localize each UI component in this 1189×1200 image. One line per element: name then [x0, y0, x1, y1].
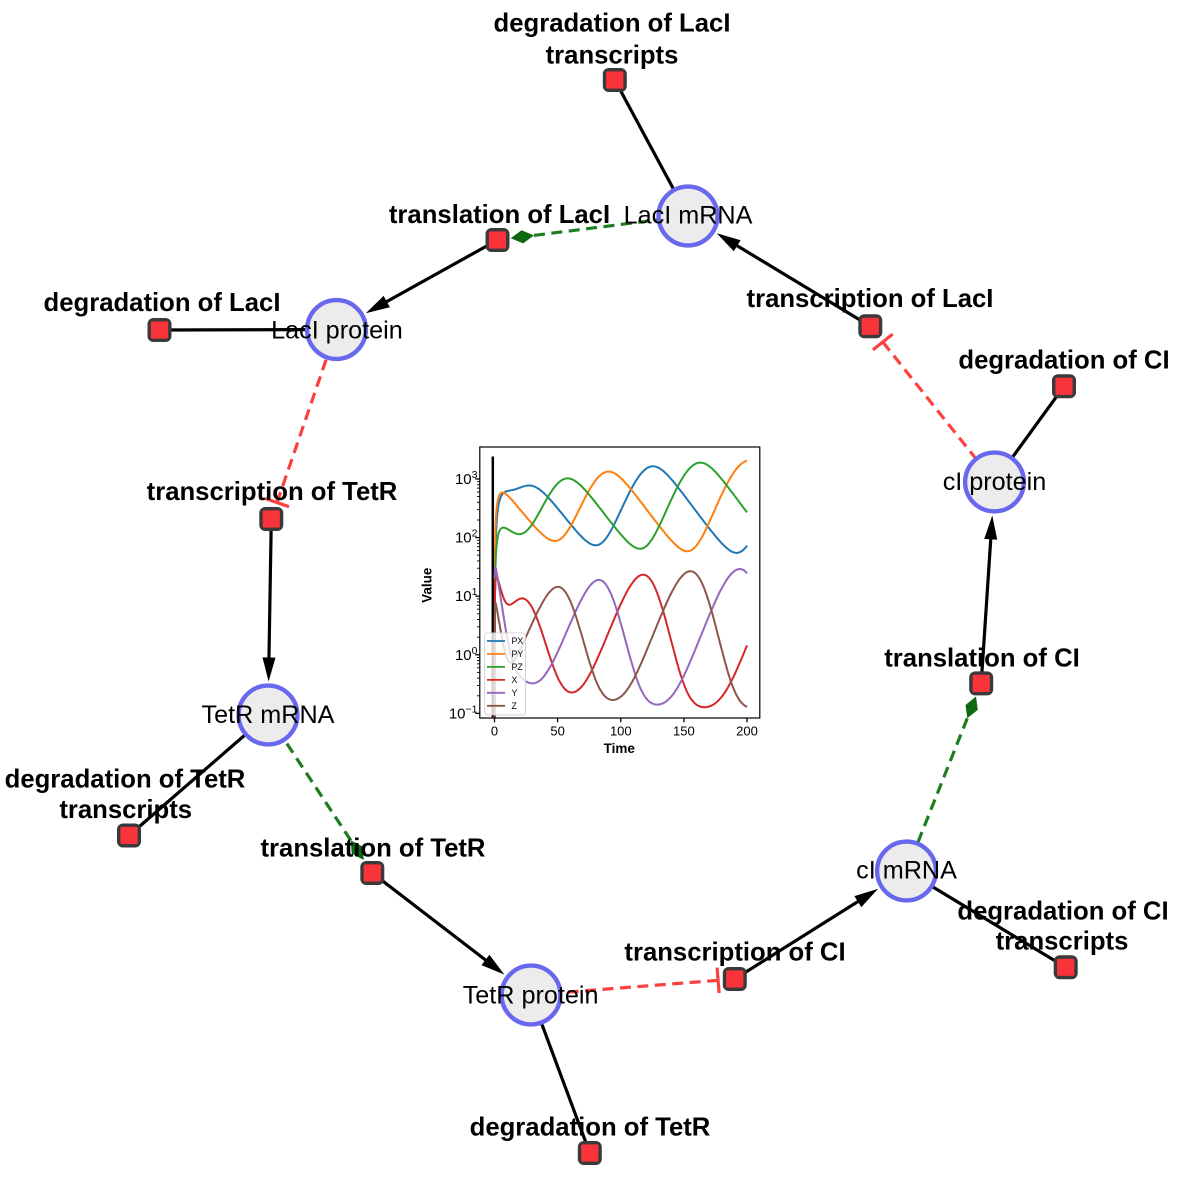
- svg-text:Value: Value: [420, 567, 435, 603]
- svg-text:TetR mRNA: TetR mRNA: [202, 701, 335, 729]
- svg-text:translation of CI: translation of CI: [884, 644, 1080, 672]
- svg-text:cI protein: cI protein: [943, 468, 1047, 496]
- svg-text:200: 200: [736, 724, 758, 739]
- svg-text:Y: Y: [512, 688, 518, 698]
- svg-text:0: 0: [491, 724, 498, 739]
- svg-text:TetR protein: TetR protein: [463, 982, 599, 1010]
- svg-text:degradation of LacI: degradation of LacI: [44, 289, 281, 317]
- svg-text:50: 50: [550, 724, 564, 739]
- svg-text:transcripts: transcripts: [996, 928, 1129, 956]
- svg-text:PY: PY: [512, 649, 524, 659]
- svg-text:X: X: [512, 675, 518, 685]
- svg-text:degradation of TetR: degradation of TetR: [5, 766, 246, 794]
- svg-text:degradation of LacI: degradation of LacI: [494, 10, 731, 38]
- svg-text:transcripts: transcripts: [59, 796, 192, 824]
- svg-text:150: 150: [673, 724, 695, 739]
- svg-text:Z: Z: [512, 701, 518, 711]
- svg-text:transcription of CI: transcription of CI: [624, 938, 845, 966]
- svg-text:transcription of LacI: transcription of LacI: [747, 285, 994, 313]
- svg-text:PZ: PZ: [512, 662, 524, 672]
- svg-text:Time: Time: [604, 741, 636, 756]
- svg-text:cI mRNA: cI mRNA: [856, 857, 957, 885]
- svg-text:PX: PX: [512, 636, 524, 646]
- svg-text:transcripts: transcripts: [546, 42, 679, 70]
- svg-text:transcription of TetR: transcription of TetR: [147, 478, 398, 506]
- svg-text:degradation of CI: degradation of CI: [957, 898, 1168, 926]
- svg-text:translation of LacI: translation of LacI: [389, 201, 610, 229]
- svg-text:degradation of TetR: degradation of TetR: [470, 1113, 711, 1141]
- svg-text:translation of TetR: translation of TetR: [260, 835, 485, 863]
- svg-text:LacI mRNA: LacI mRNA: [624, 202, 753, 230]
- svg-text:100: 100: [610, 724, 632, 739]
- svg-text:degradation of CI: degradation of CI: [958, 347, 1169, 375]
- svg-text:LacI protein: LacI protein: [271, 317, 403, 345]
